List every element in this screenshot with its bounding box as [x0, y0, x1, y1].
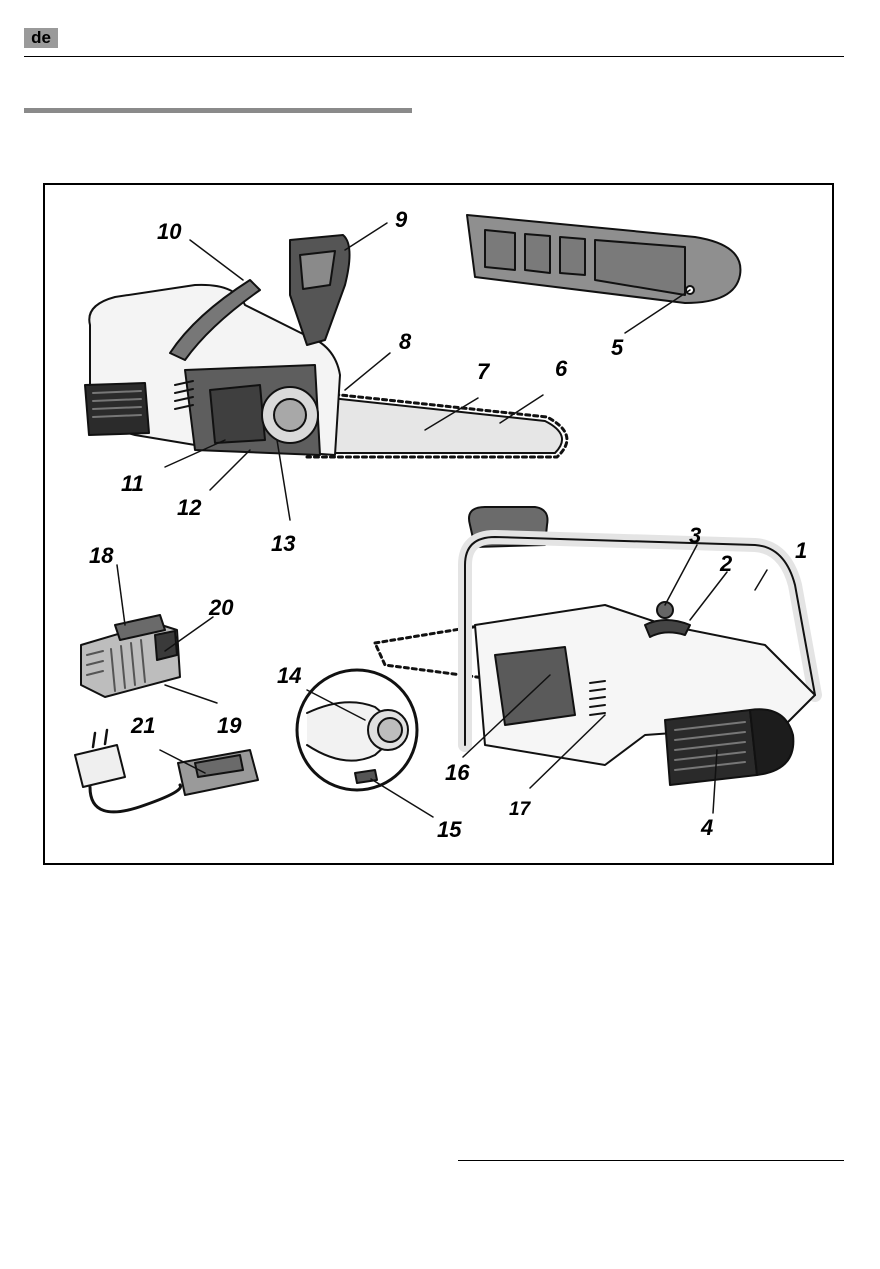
- header-rule: [24, 56, 844, 57]
- callout-12: 12: [177, 497, 201, 519]
- language-badge: de: [24, 28, 58, 48]
- callout-10: 10: [157, 221, 181, 243]
- callout-16: 16: [445, 762, 469, 784]
- callout-20: 20: [209, 597, 233, 619]
- charger-drawing: [75, 730, 258, 812]
- callout-3: 3: [689, 525, 701, 547]
- parts-figure: 1 2 3 4 5 6 7 8 9 10 11 12 13 14 15 16 1…: [43, 183, 834, 865]
- callout-8: 8: [399, 331, 411, 353]
- callout-5: 5: [611, 337, 623, 359]
- callout-17: 17: [509, 799, 530, 821]
- footnote-rule: [458, 1160, 844, 1161]
- section-heading-bar: [24, 108, 412, 113]
- callout-19: 19: [217, 715, 241, 737]
- callout-11: 11: [121, 473, 144, 495]
- callout-9: 9: [395, 209, 407, 231]
- callout-14: 14: [277, 665, 301, 687]
- callout-4: 4: [701, 817, 713, 839]
- callout-7: 7: [477, 361, 489, 383]
- callout-2: 2: [720, 553, 732, 575]
- callout-1: 1: [795, 540, 807, 562]
- callout-13: 13: [271, 533, 295, 555]
- chainsaw-illustration: [45, 185, 836, 867]
- chain-guard-drawing: [467, 215, 740, 303]
- callout-15: 15: [437, 819, 461, 841]
- detail-circle-drawing: [297, 670, 417, 790]
- callout-18: 18: [89, 545, 113, 567]
- callout-21: 21: [131, 715, 155, 737]
- chainsaw-bottom-drawing: [375, 507, 815, 785]
- callout-6: 6: [555, 358, 567, 380]
